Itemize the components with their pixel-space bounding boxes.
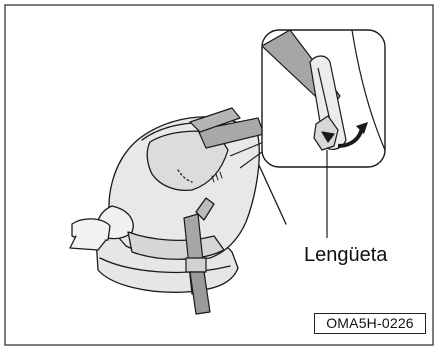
tongue-label: Lengüeta [304, 243, 387, 267]
figure-code: OMA5H-0226 [314, 313, 426, 334]
belt-buckle [186, 258, 206, 272]
belt-tongue-detail [262, 30, 385, 167]
